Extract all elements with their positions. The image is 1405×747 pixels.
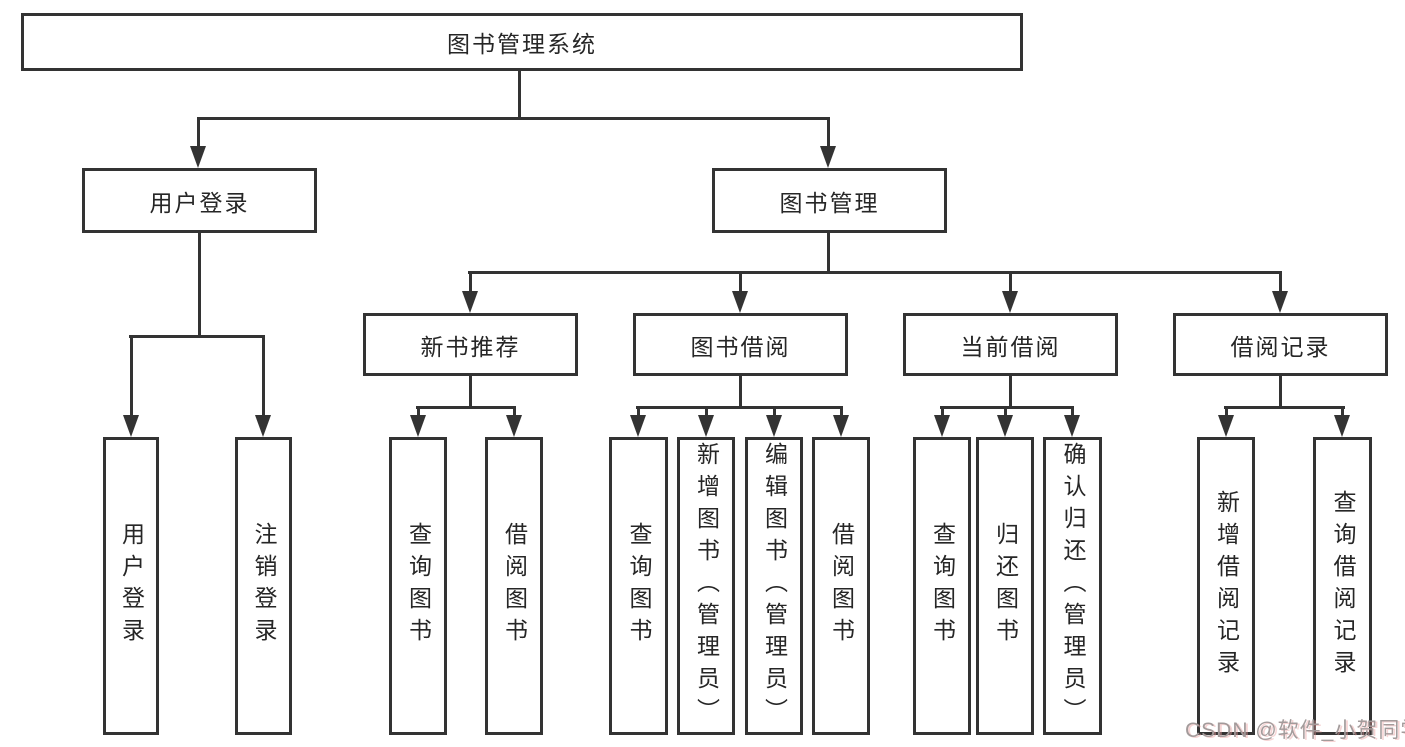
arrowhead-cb-return <box>997 415 1013 437</box>
arrowhead-bb-edit <box>766 415 782 437</box>
node-root: 图书管理系统 <box>21 13 1023 71</box>
leaf-current-confirm-admin: 确认归还（管理员） <box>1043 437 1102 735</box>
edge-cb-return-drop <box>1004 406 1007 421</box>
edge-borrow-records-drop <box>1279 271 1282 295</box>
edge-new-books-drop <box>469 271 472 295</box>
edge-leaf-logout-drop <box>262 335 265 420</box>
edge-user-login-bar <box>129 335 265 338</box>
node-user-login: 用户登录 <box>82 168 317 233</box>
leaf-newbooks-query: 查询图书 <box>389 437 447 735</box>
edge-leaf-user-login-drop <box>130 335 133 420</box>
arrowhead-new-books <box>462 291 478 313</box>
edge-book-borrow-stem <box>739 376 742 409</box>
arrowhead-borrow-records <box>1272 291 1288 313</box>
edge-nb-query-drop <box>417 406 420 421</box>
arrowhead-book-mgmt <box>820 146 836 168</box>
edge-book-mgmt-stem <box>827 233 830 274</box>
edge-nb-borrow-drop <box>513 406 516 421</box>
leaf-current-return: 归还图书 <box>976 437 1034 735</box>
node-new-books: 新书推荐 <box>363 313 578 376</box>
edge-user-login-stem <box>198 233 201 338</box>
leaf-logout: 注销登录 <box>235 437 292 735</box>
edge-cb-confirm-drop <box>1071 406 1074 421</box>
node-current-borrow: 当前借阅 <box>903 313 1118 376</box>
csdn-watermark: CSDN @软件_小贺同学 <box>1185 719 1405 742</box>
edge-user-login-drop <box>197 117 200 149</box>
edge-current-borrow-stem <box>1009 376 1012 409</box>
arrowhead-bb-borrow <box>833 415 849 437</box>
leaf-borrow-edit-admin: 编辑图书（管理员） <box>745 437 803 735</box>
arrowhead-leaf-user-login <box>123 415 139 437</box>
arrowhead-bb-add <box>698 415 714 437</box>
arrowhead-br-add <box>1218 415 1234 437</box>
edge-bb-query-drop <box>637 406 640 421</box>
edge-level3-bar <box>468 271 1281 274</box>
edge-book-mgmt-drop <box>827 117 830 149</box>
node-book-mgmt: 图书管理 <box>712 168 947 233</box>
edge-root-drop <box>518 68 521 120</box>
edge-bb-borrow-drop <box>840 406 843 421</box>
arrowhead-current-borrow <box>1002 291 1018 313</box>
node-book-borrow: 图书借阅 <box>633 313 848 376</box>
arrowhead-leaf-logout <box>255 415 271 437</box>
edge-current-borrow-drop <box>1009 271 1012 295</box>
arrowhead-nb-borrow <box>506 415 522 437</box>
leaf-user-login: 用户登录 <box>103 437 159 735</box>
edge-br-add-drop <box>1225 406 1228 421</box>
leaf-records-query: 查询借阅记录 <box>1313 437 1372 735</box>
edge-current-borrow-bar <box>940 406 1074 409</box>
edge-book-borrow-bar <box>636 406 843 409</box>
edge-bb-edit-drop <box>773 406 776 421</box>
leaf-newbooks-borrow: 借阅图书 <box>485 437 543 735</box>
leaf-records-add: 新增借阅记录 <box>1197 437 1255 735</box>
node-borrow-records: 借阅记录 <box>1173 313 1388 376</box>
edge-book-borrow-drop <box>739 271 742 295</box>
arrowhead-br-query <box>1334 415 1350 437</box>
edge-borrow-records-bar <box>1224 406 1345 409</box>
edge-cb-query-drop <box>941 406 944 421</box>
arrowhead-user-login <box>190 146 206 168</box>
arrowhead-cb-confirm <box>1064 415 1080 437</box>
leaf-current-query: 查询图书 <box>913 437 971 735</box>
leaf-borrow-borrow: 借阅图书 <box>812 437 870 735</box>
leaf-borrow-add-admin: 新增图书（管理员） <box>677 437 735 735</box>
arrowhead-cb-query <box>934 415 950 437</box>
edge-level2-bar <box>197 117 830 120</box>
edge-br-query-drop <box>1341 406 1344 421</box>
leaf-borrow-query: 查询图书 <box>609 437 668 735</box>
edge-borrow-records-stem <box>1279 376 1282 409</box>
arrowhead-nb-query <box>410 415 426 437</box>
edge-new-books-bar <box>416 406 516 409</box>
arrowhead-book-borrow <box>732 291 748 313</box>
arrowhead-bb-query <box>630 415 646 437</box>
edge-bb-add-drop <box>705 406 708 421</box>
edge-new-books-stem <box>469 376 472 409</box>
